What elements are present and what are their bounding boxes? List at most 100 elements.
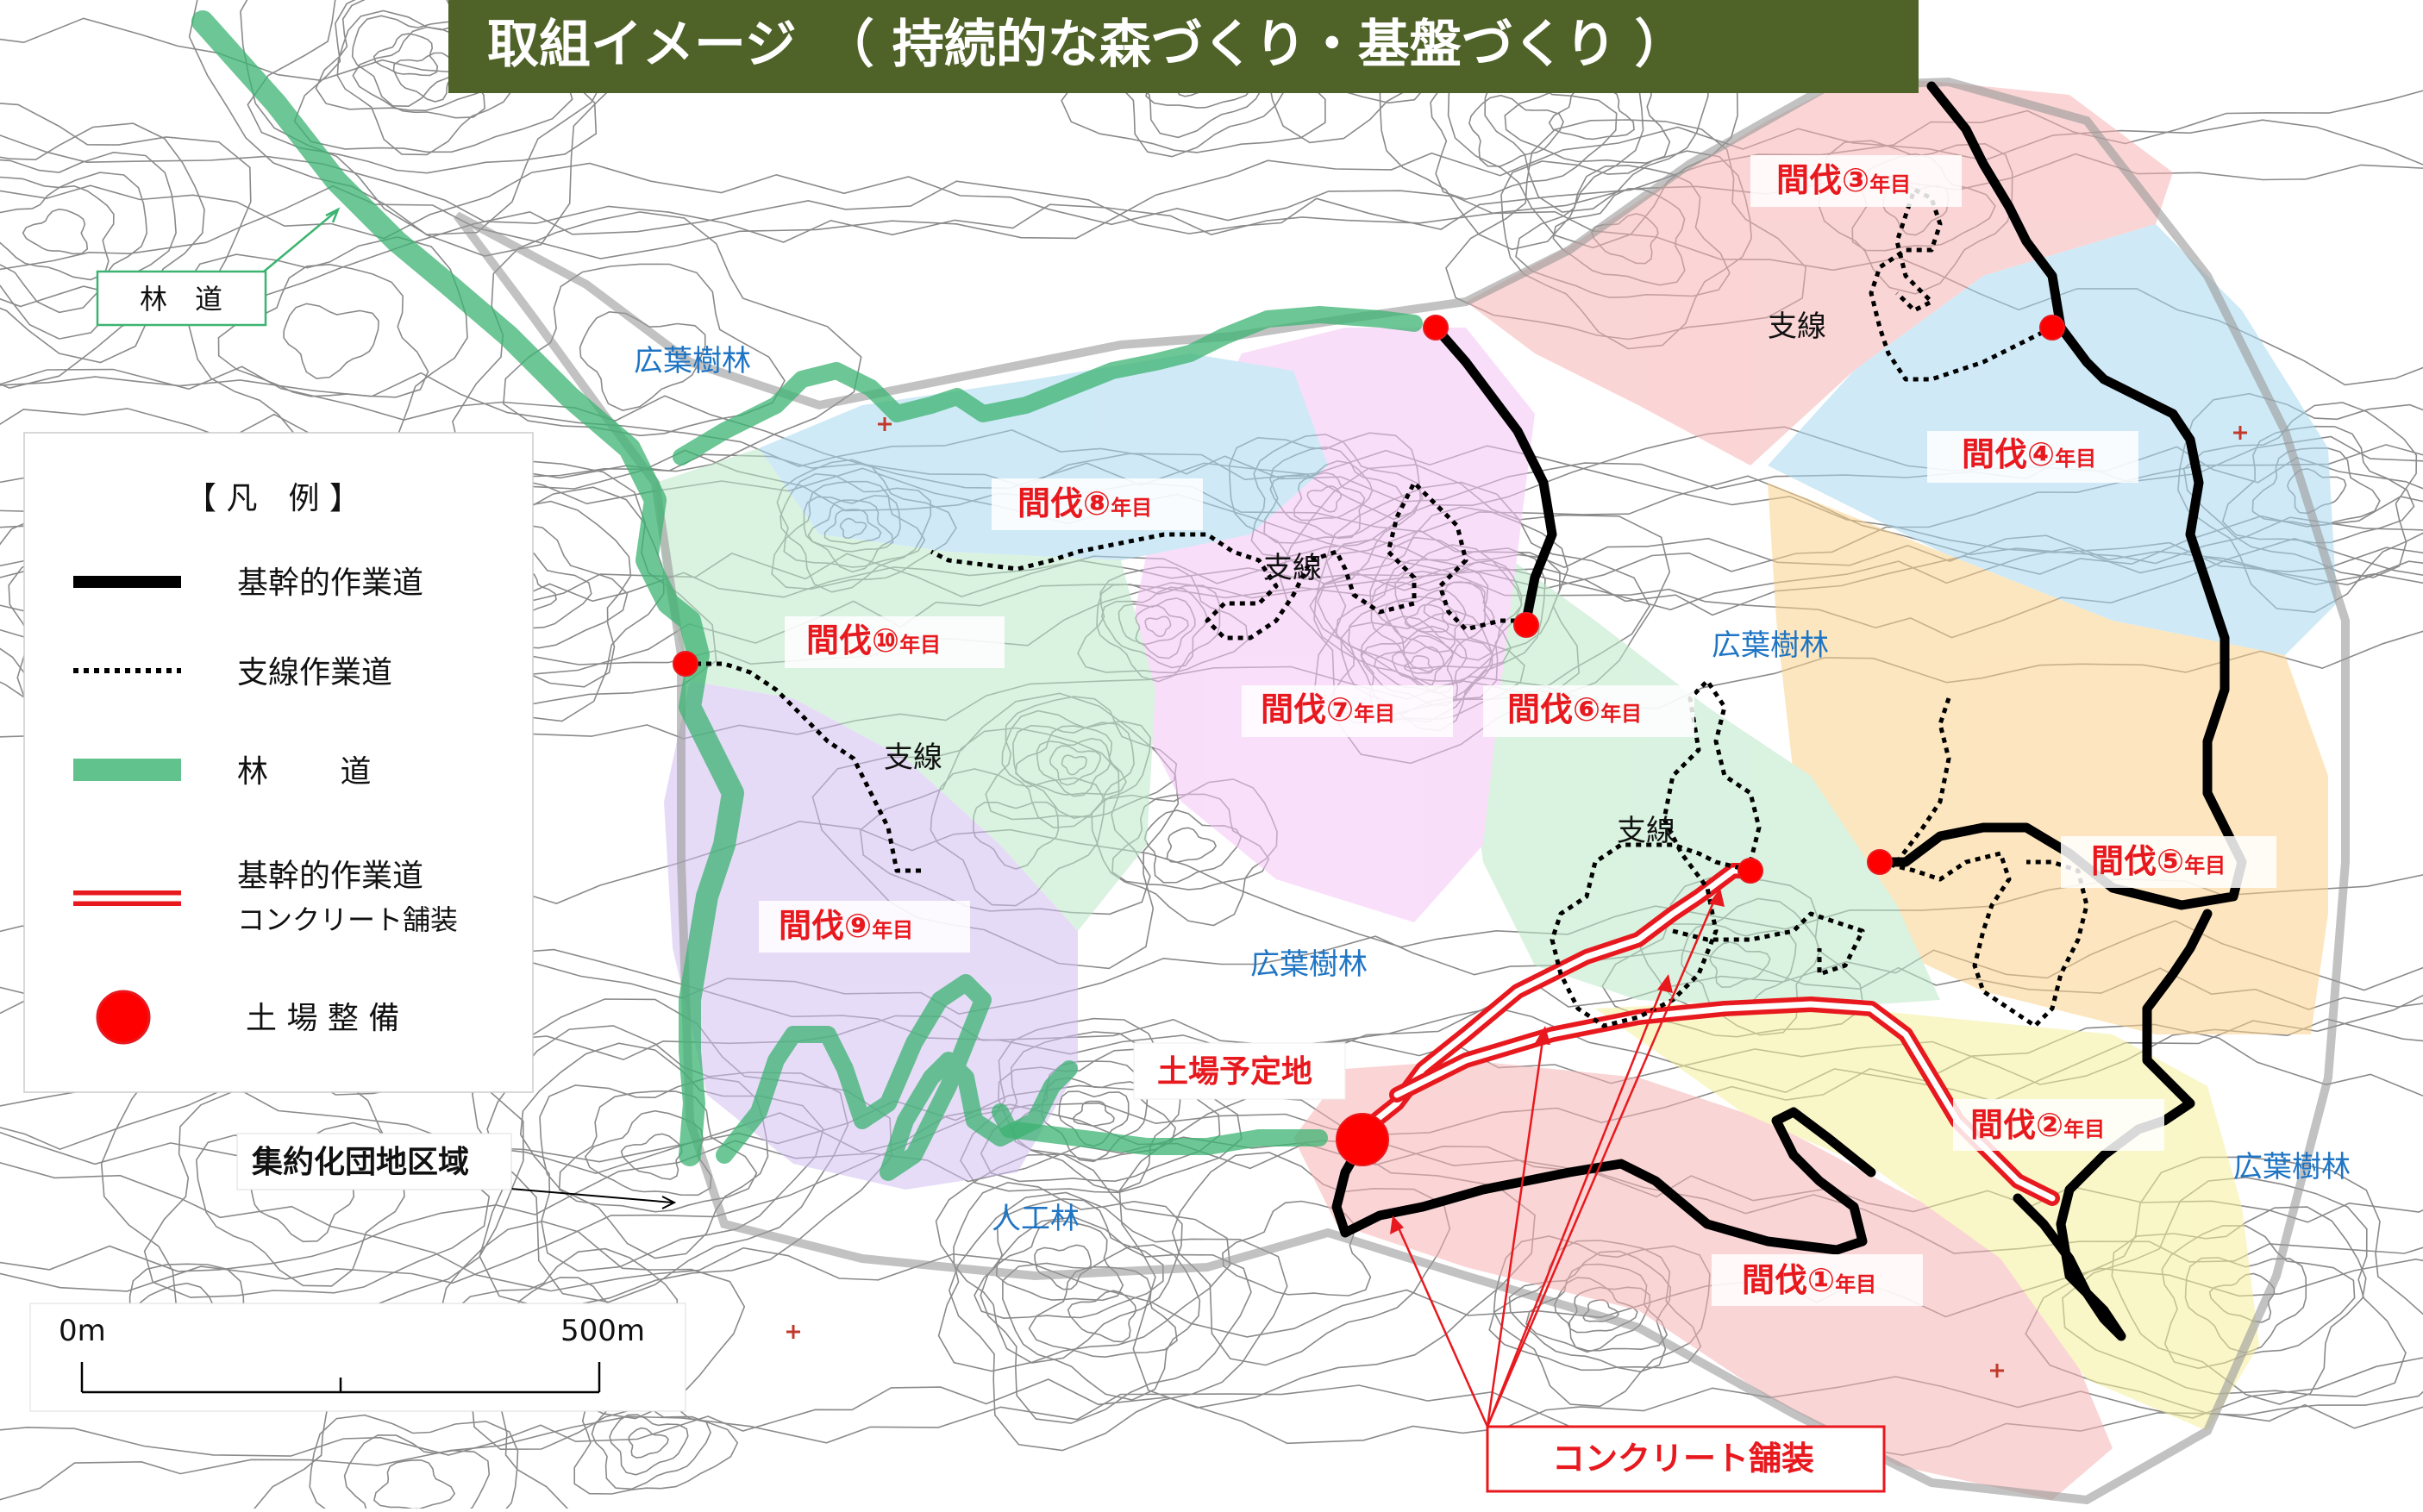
thinning-label-10: 間伐⑩年目 [785,616,1005,668]
contour-line [0,122,205,364]
zone-thinning-10 [655,448,1155,931]
zone-thinning-3 [1466,78,2173,465]
legend-heading: 【 凡 例 】 [185,481,360,516]
contour-line [143,1073,491,1298]
landing-site [1513,612,1539,638]
contour-line [628,1427,669,1459]
branch-label: 支線 [1617,814,1675,848]
thinning-label-7: 間伐⑦年目 [1242,685,1453,737]
svg-text:間伐⑥年目: 間伐⑥年目 [1507,690,1642,728]
artificial-forest-label: 人工林 [992,1202,1080,1236]
concrete-arrowheads [1390,888,1725,1234]
landing-site [1423,315,1449,341]
consolidated-area-callout: 集約化団地区域 [236,1133,512,1190]
contour-line [980,1216,1252,1424]
landing-site [1867,849,1893,875]
contour-line [591,1398,711,1490]
broadleaf-label: 広葉樹林 [1250,947,1368,982]
thinning-label-9: 間伐⑨年目 [759,901,970,953]
legend-concrete-sublabel: コンクリート舗装 [237,903,458,936]
branch-labels: 支線 支線 支線 支線 [884,309,1826,848]
concrete-paved-roads [1346,863,2060,1206]
forest-road-lower [716,974,1078,1181]
branch-road-5 [1879,851,2089,1028]
trunk-road-right [1875,81,2247,910]
contour-line [351,15,469,108]
forest-road-upper [673,306,1423,465]
planned-landing-callout: 土場予定地 [1133,1042,1346,1100]
svg-text:間伐⑧年目: 間伐⑧年目 [1017,484,1152,522]
concrete-label: コンクリート舗装 [1552,1440,1814,1478]
svg-text:間伐④年目: 間伐④年目 [1962,435,2096,473]
contour-line [373,33,439,77]
broadleaf-label: 広葉樹林 [1712,628,1829,663]
contour-line [392,52,458,103]
thinning-label-1: 間伐①年目 [1712,1254,1923,1306]
concrete-road-2-core [1393,1001,2056,1202]
contour-line [935,1153,1231,1372]
contour-line [579,310,706,411]
svg-text:間伐⑦年目: 間伐⑦年目 [1261,690,1395,728]
contour-line [0,0,937,91]
concrete-arrows [1395,896,1718,1428]
zone-thinning-1 [1293,1060,2113,1500]
contour-line [283,303,379,379]
svg-text:間伐⑩年目: 間伐⑩年目 [806,622,941,659]
legend: 【 凡 例 】 基幹的作業道 支線作業道 林 道 基幹的作業道 コンクリート舗装… [23,432,534,1093]
forest-type-labels: 広葉樹林 広葉樹林 広葉樹林 広葉樹林 人工林 [634,344,2351,1236]
contour-line [343,1434,491,1509]
rindo-callout-label: 林 道 [140,283,222,316]
forest-road-tail [992,1103,1328,1155]
thinning-label-2: 間伐②年目 [1953,1099,2164,1151]
scale-end-label: 500m [560,1314,645,1348]
contour-line [620,1133,683,1180]
branch-work-roads [686,187,2089,1028]
forest-road-main [191,10,744,1166]
legend-rindo-label: 林 道 [237,754,371,790]
legend-concrete-label: 基幹的作業道 [237,859,423,894]
trunk-road-upper [1431,322,1557,626]
legend-landing-symbol [96,990,151,1045]
thinning-labels: 間伐①年目 間伐②年目 間伐③年目 間伐④年目 間伐⑤年目 間伐⑥年目 間伐⑦年… [759,155,2276,1306]
thinning-label-5: 間伐⑤年目 [2061,836,2276,888]
contour-line [1468,94,1564,167]
branch-label: 支線 [1768,309,1826,344]
branch-road-10-9 [686,661,923,873]
branch-road-8-7 [930,480,1526,640]
contour-line [217,263,429,398]
contour-line [609,1414,689,1476]
landing-sites [673,315,2065,1166]
svg-text:間伐①年目: 間伐①年目 [1742,1261,1876,1299]
scale-bar: 0m 500m [29,1303,686,1412]
branch-road-5b [1895,697,1951,864]
landing-site [673,651,698,677]
zone-thinning-6 [1466,552,1940,1009]
contour-line [1166,827,1218,864]
contour-line [974,1197,1164,1320]
trunk-road-south [2013,909,2213,1341]
consolidated-area-label: 集約化団地区域 [251,1145,469,1180]
branch-label: 支線 [884,740,942,775]
thinning-label-8: 間伐⑧年目 [992,478,1203,530]
scale-start-label: 0m [59,1314,106,1348]
concrete-callout: コンクリート舗装 [1486,1425,1886,1493]
contour-line [0,184,115,281]
map-markers [786,417,2247,1378]
svg-text:間伐⑨年目: 間伐⑨年目 [779,907,913,945]
zone-thinning-5 [1768,483,2328,1034]
thinning-zones [655,78,2337,1500]
svg-text:間伐⑤年目: 間伐⑤年目 [2091,842,2226,880]
landing-site [2039,315,2065,341]
branch-road-3 [1869,187,2054,382]
legend-trunk-label: 基幹的作業道 [237,565,423,601]
contour-line [188,0,635,257]
legend-branch-label: 支線作業道 [237,655,392,690]
legend-landing-label: 土 場 整 備 [246,1001,399,1036]
broadleaf-label: 広葉樹林 [2233,1150,2351,1184]
contour-line [373,1459,456,1509]
contour-line [452,211,862,478]
contour-line [247,0,598,174]
rindo-callout-box: 林 道 [96,270,267,327]
